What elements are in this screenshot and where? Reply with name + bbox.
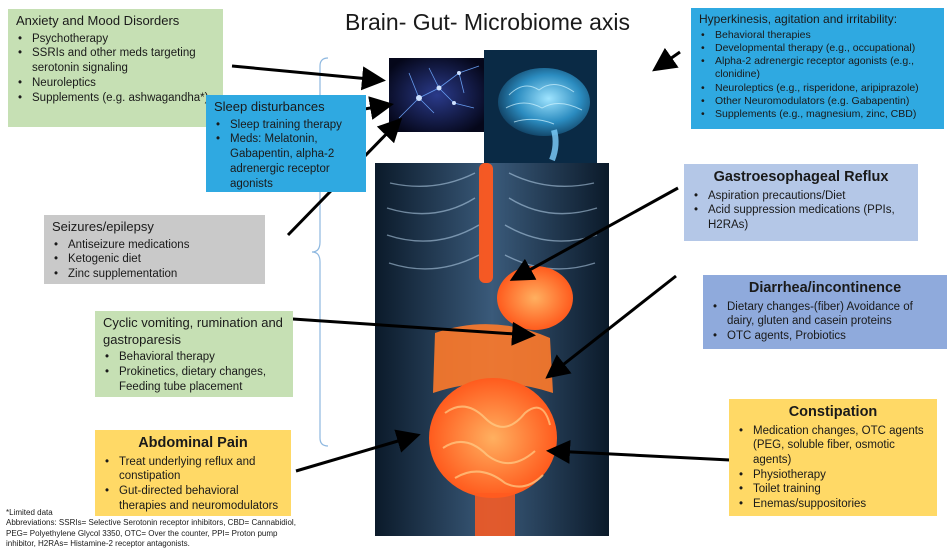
list-item: Ketogenic diet: [64, 252, 257, 267]
list-item: Physiotherapy: [749, 468, 929, 483]
seizures-box: Seizures/epilepsy Antiseizure medication…: [44, 215, 265, 284]
list-item: Antiseizure medications: [64, 238, 257, 253]
abdominal-pain-box: Abdominal Pain Treat underlying reflux a…: [95, 430, 291, 516]
list-item: Alpha-2 adrenergic receptor agonists (e.…: [711, 55, 936, 81]
seizures-list: Antiseizure medications Ketogenic diet Z…: [52, 238, 257, 282]
list-item: Dietary changes-(fiber) Avoidance of dai…: [723, 300, 939, 329]
gerd-box: Gastroesophageal Reflux Aspiration preca…: [684, 164, 918, 241]
list-item: Behavioral therapy: [115, 350, 285, 365]
anxiety-mood-list: Psychotherapy SSRIs and other meds targe…: [16, 32, 215, 106]
constipation-list: Medication changes, OTC agents (PEG, sol…: [737, 424, 929, 512]
list-item: Toilet training: [749, 482, 929, 497]
list-item: OTC agents, Probiotics: [723, 329, 939, 344]
hyperkinesis-box: Hyperkinesis, agitation and irritability…: [691, 8, 944, 129]
list-item: Enemas/suppositories: [749, 497, 929, 512]
sleep-title: Sleep disturbances: [214, 99, 358, 116]
list-item: Psychotherapy: [28, 32, 215, 47]
list-item: Neuroleptics (e.g., risperidone, aripipr…: [711, 82, 936, 95]
abdominal-pain-title: Abdominal Pain: [103, 434, 283, 453]
list-item: Behavioral therapies: [711, 29, 936, 42]
list-item: Supplements (e.g. ashwagandha*): [28, 91, 215, 106]
list-item: Medication changes, OTC agents (PEG, sol…: [749, 424, 929, 468]
hyperkinesis-title: Hyperkinesis, agitation and irritability…: [699, 12, 936, 27]
cyclic-vomiting-box: Cyclic vomiting, rumination and gastropa…: [95, 311, 293, 397]
constipation-box: Constipation Medication changes, OTC age…: [729, 399, 937, 516]
sleep-list: Sleep training therapy Meds: Melatonin, …: [214, 118, 358, 192]
list-item: Other Neuromodulators (e.g. Gabapentin): [711, 95, 936, 108]
list-item: Developmental therapy (e.g., occupationa…: [711, 42, 936, 55]
footnote: *Limited data Abbreviations: SSRIs= Sele…: [6, 508, 306, 550]
list-item: Meds: Melatonin, Gabapentin, alpha-2 adr…: [226, 132, 358, 191]
list-item: Treat underlying reflux and constipation: [115, 455, 283, 484]
list-item: SSRIs and other meds targeting serotonin…: [28, 46, 215, 75]
gerd-list: Aspiration precautions/Diet Acid suppres…: [692, 189, 910, 233]
anxiety-mood-box: Anxiety and Mood Disorders Psychotherapy…: [8, 9, 223, 127]
list-item: Supplements (e.g., magnesium, zinc, CBD): [711, 108, 936, 121]
list-item: Prokinetics, dietary changes, Feeding tu…: [115, 365, 285, 394]
footnote-limited-data: *Limited data: [6, 508, 306, 518]
seizures-title: Seizures/epilepsy: [52, 219, 257, 236]
list-item: Sleep training therapy: [226, 118, 358, 133]
diarrhea-title: Diarrhea/incontinence: [711, 279, 939, 298]
constipation-title: Constipation: [737, 403, 929, 422]
abdominal-pain-list: Treat underlying reflux and constipation…: [103, 455, 283, 514]
list-item: Acid suppression medications (PPIs, H2RA…: [704, 203, 910, 232]
list-item: Aspiration precautions/Diet: [704, 189, 910, 204]
anxiety-mood-title: Anxiety and Mood Disorders: [16, 13, 215, 30]
list-item: Neuroleptics: [28, 76, 215, 91]
diarrhea-list: Dietary changes-(fiber) Avoidance of dai…: [711, 300, 939, 344]
diarrhea-box: Diarrhea/incontinence Dietary changes-(f…: [703, 275, 947, 349]
footnote-abbreviations: Abbreviations: SSRIs= Selective Serotoni…: [6, 518, 306, 549]
sleep-box: Sleep disturbances Sleep training therap…: [206, 95, 366, 192]
cyclic-vomiting-list: Behavioral therapy Prokinetics, dietary …: [103, 350, 285, 394]
cyclic-vomiting-title: Cyclic vomiting, rumination and gastropa…: [103, 315, 285, 348]
hyperkinesis-list: Behavioral therapies Developmental thera…: [699, 29, 936, 121]
gerd-title: Gastroesophageal Reflux: [692, 168, 910, 187]
list-item: Zinc supplementation: [64, 267, 257, 282]
